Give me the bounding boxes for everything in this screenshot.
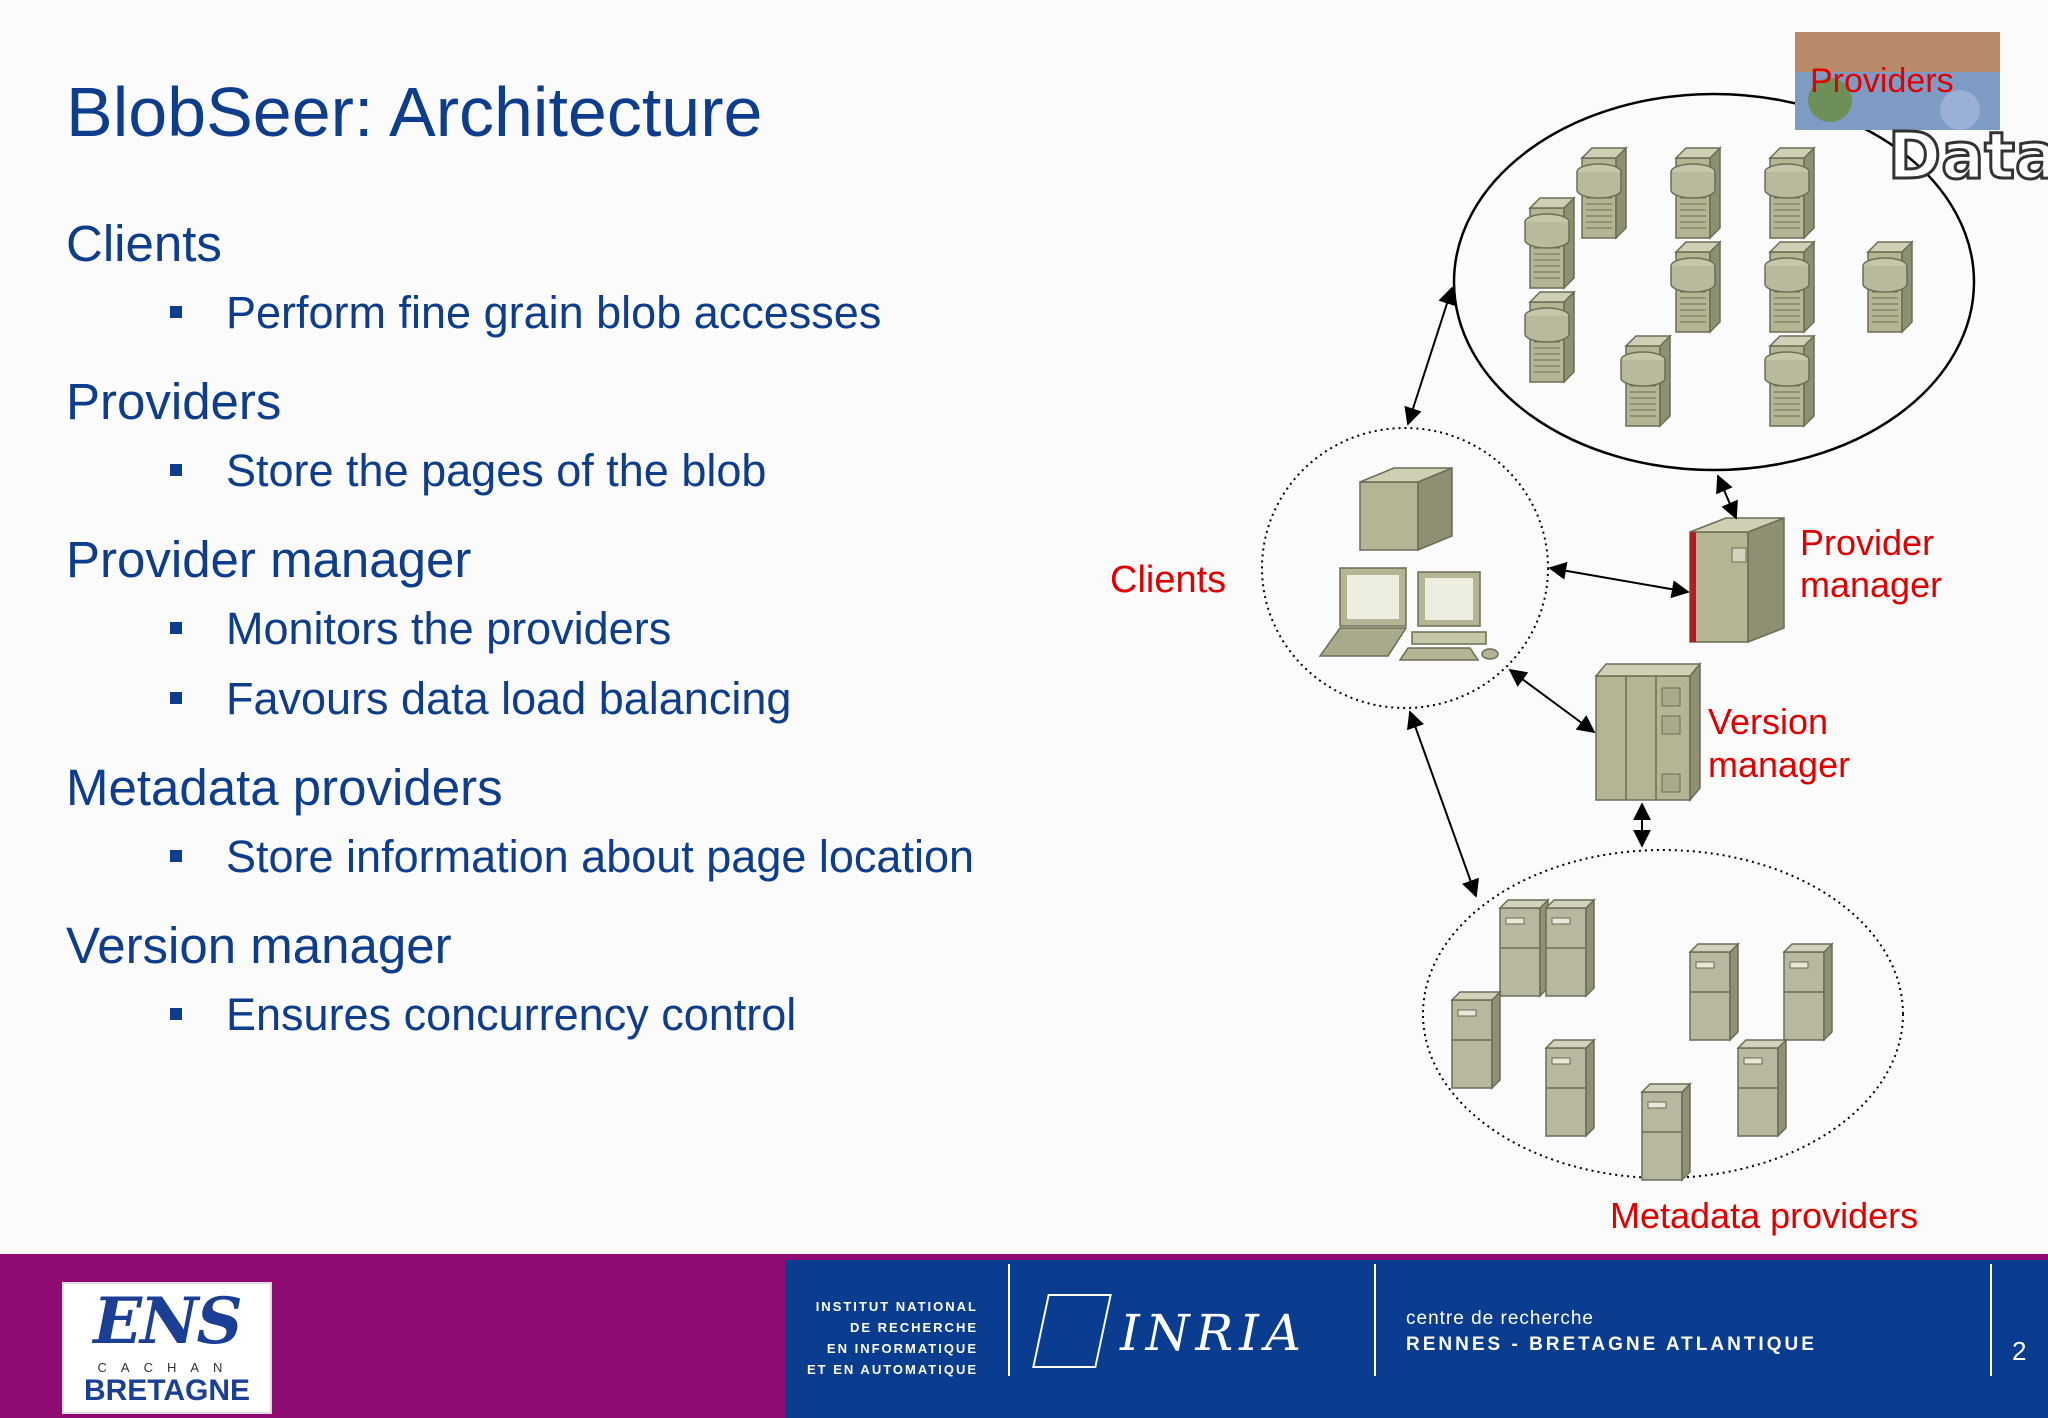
provider-manager-server	[1689, 516, 1785, 644]
section-heading: Metadata providers	[66, 759, 503, 816]
arrow-clients-version-manager	[1508, 668, 1596, 734]
bullet-item: Store the pages of the blob	[66, 436, 1066, 506]
arrow-clients-provider-manager	[1548, 561, 1690, 599]
bullet-square-icon	[170, 622, 182, 634]
section-provider-manager: Provider manager Monitors the providers …	[66, 526, 1066, 734]
inria-logo-text: INRIA	[1120, 1304, 1308, 1362]
bullet-item: Perform fine grain blob accesses	[66, 278, 1066, 348]
centre-line-1: centre de recherche	[1406, 1308, 1594, 1329]
providers-image-label: Providers	[1810, 62, 1954, 100]
arrow-providers-provider-manager	[1716, 474, 1738, 520]
metadata-servers	[1451, 899, 1833, 1181]
footer-right-panel	[785, 1260, 2048, 1418]
version-manager-server	[1594, 661, 1702, 803]
providers-ellipse	[1452, 92, 1976, 472]
footer-left-panel: ENS CACHAN BRETAGNE	[0, 1260, 785, 1418]
clients-label: Clients	[1110, 559, 1226, 601]
data-word: Data	[1888, 120, 2048, 194]
arrow-clients-metadata	[1406, 710, 1480, 898]
clients-ellipse	[1261, 427, 1549, 709]
centre-line-2: RENNES - BRETAGNE ATLANTIQUE	[1406, 1334, 1817, 1355]
section-heading: Clients	[66, 215, 222, 272]
bullet-item: Favours data load balancing	[66, 664, 1066, 734]
bullet-item: Monitors the providers	[66, 594, 1066, 664]
institute-text: INSTITUT NATIONAL DE RECHERCHE EN INFORM…	[807, 1299, 978, 1377]
bullet-square-icon	[170, 692, 182, 704]
client-computers	[1318, 466, 1499, 661]
footer-separator	[1374, 1264, 1376, 1376]
section-version-manager: Version manager Ensures concurrency cont…	[66, 912, 1066, 1050]
ens-logo: ENS CACHAN BRETAGNE	[62, 1282, 272, 1414]
architecture-diagram: Providers Data Clients Provider manager	[1110, 32, 2048, 1236]
footer-separator	[1008, 1264, 1010, 1376]
provider-manager-label-line1: Provider	[1800, 522, 1934, 563]
bullet-square-icon	[170, 1008, 182, 1020]
page-number: 2	[2012, 1336, 2027, 1366]
provider-manager-label-line2: manager	[1800, 564, 1942, 605]
section-providers: Providers Store the pages of the blob	[66, 368, 1066, 506]
section-clients: Clients Perform fine grain blob accesses	[66, 210, 1066, 348]
bullet-list: Clients Perform fine grain blob accesses…	[66, 210, 1066, 1070]
footer-separator	[1990, 1264, 1992, 1376]
footer-divider	[0, 1254, 2048, 1260]
section-heading: Version manager	[66, 917, 452, 974]
slide-title: BlobSeer: Architecture	[66, 73, 763, 151]
arrow-providers-clients	[1404, 286, 1456, 426]
version-manager-label-line1: Version	[1708, 701, 1828, 742]
footer: ENS CACHAN BRETAGNE INSTITUT NATIONAL DE…	[0, 1254, 2048, 1418]
section-heading: Providers	[66, 373, 282, 430]
connection-arrows	[1404, 286, 1738, 898]
section-heading: Provider manager	[66, 531, 472, 588]
bullet-item: Ensures concurrency control	[66, 980, 1066, 1050]
bullet-square-icon	[170, 306, 182, 318]
version-manager-label-line2: manager	[1708, 744, 1850, 785]
bullet-square-icon	[170, 464, 182, 476]
providers-data-image: Providers Data	[1795, 32, 2048, 196]
bullet-item: Store information about page location	[66, 822, 1066, 892]
provider-servers	[1524, 147, 1913, 427]
section-metadata-providers: Metadata providers Store information abo…	[66, 754, 1066, 892]
metadata-providers-label: Metadata providers	[1610, 1195, 1918, 1236]
bullet-square-icon	[170, 850, 182, 862]
